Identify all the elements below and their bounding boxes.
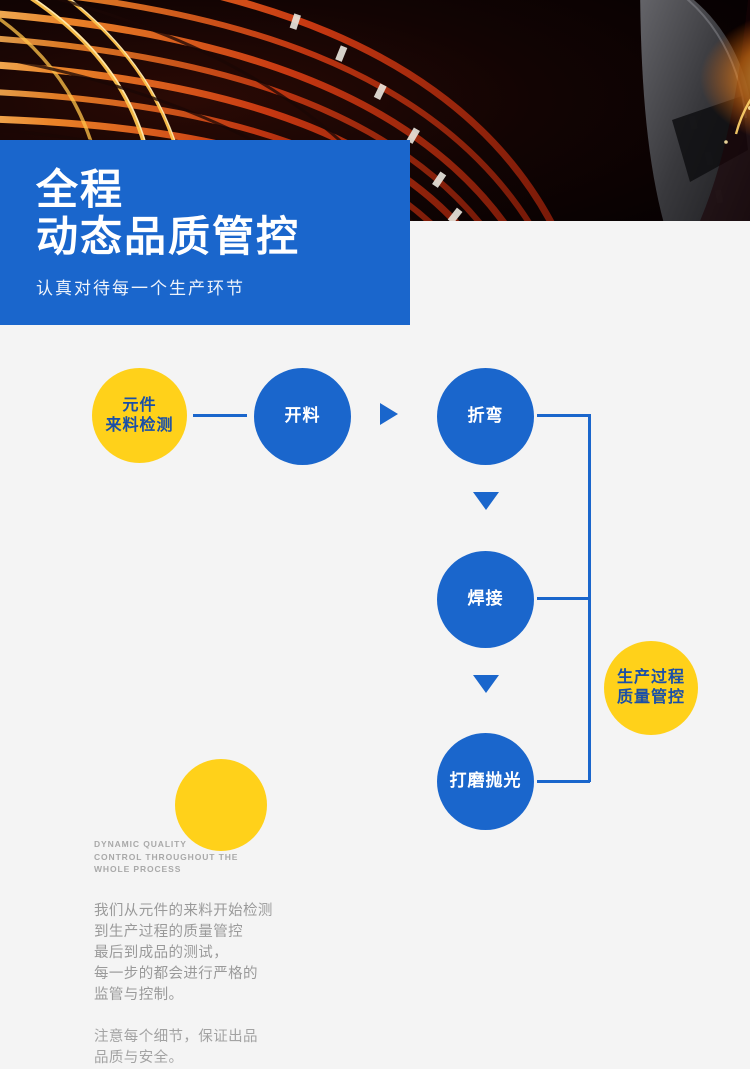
flow-node-cutting[interactable]: 开料 bbox=[254, 368, 351, 465]
description-paragraph-2: 注意每个细节，保证出品 品质与安全。 bbox=[94, 1027, 334, 1069]
description-line: 到生产过程的质量管控 bbox=[94, 923, 243, 940]
title-block: 全程 动态品质管控 认真对待每一个生产环节 bbox=[0, 140, 410, 325]
flow-node-label: 折弯 bbox=[467, 406, 504, 426]
connector-bending-to-bracket bbox=[537, 414, 590, 417]
description-english: DYNAMIC QUALITY CONTROL THROUGHOUT THE W… bbox=[94, 838, 334, 876]
description-line: 注意每个细节，保证出品 bbox=[94, 1028, 258, 1045]
flow-node-label: 打磨抛光 bbox=[449, 771, 522, 791]
page-title-line-2: 动态品质管控 bbox=[36, 213, 301, 260]
connector-welding-to-bracket bbox=[537, 597, 590, 600]
description-line: 每一步的都会进行严格的 bbox=[94, 965, 258, 982]
flow-node-welding[interactable]: 焊接 bbox=[437, 551, 534, 648]
flow-node-label: 开料 bbox=[284, 406, 321, 426]
connector-inspection-to-cutting bbox=[193, 414, 247, 417]
flow-node-label: 焊接 bbox=[467, 589, 504, 609]
flow-node-process-qc[interactable]: 生产过程 质量管控 bbox=[604, 641, 698, 735]
connector-polishing-to-bracket bbox=[537, 780, 590, 783]
flow-node-grinding-polishing[interactable]: 打磨抛光 bbox=[437, 733, 534, 830]
flow-node-label: 生产过程 bbox=[616, 669, 685, 687]
description-paragraph-1: 我们从元件的来料开始检测 到生产过程的质量管控 最后到成品的测试， 每一步的都会… bbox=[94, 901, 334, 1006]
page-subtitle: 认真对待每一个生产环节 bbox=[36, 279, 245, 298]
description-english-line: CONTROL THROUGHOUT THE bbox=[94, 851, 239, 862]
page-title-line-1: 全程 bbox=[36, 166, 125, 213]
flow-node-label: 元件 bbox=[122, 396, 157, 414]
flow-node-bending[interactable]: 折弯 bbox=[437, 368, 534, 465]
description-english-line: WHOLE PROCESS bbox=[94, 864, 182, 874]
description-line: 监管与控制。 bbox=[94, 986, 184, 1003]
description-english-line: DYNAMIC QUALITY bbox=[94, 839, 187, 849]
flow-node-incoming-inspection[interactable]: 元件 来料检测 bbox=[92, 368, 187, 463]
description-line: 品质与安全。 bbox=[94, 1049, 184, 1066]
process-flow-diagram: 元件 来料检测 开料 折弯 焊接 打磨抛光 生产过程 质量管控 DYNAMIC … bbox=[0, 325, 750, 1066]
arrow-down-icon bbox=[473, 675, 499, 693]
bracket-line-icon bbox=[588, 414, 591, 782]
flow-node-label: 来料检测 bbox=[105, 416, 174, 434]
flow-node-label: 质量管控 bbox=[616, 689, 685, 706]
arrow-right-icon bbox=[380, 403, 398, 425]
arrow-down-icon bbox=[473, 492, 499, 510]
description-line: 我们从元件的来料开始检测 bbox=[94, 902, 273, 919]
description-line: 最后到成品的测试， bbox=[94, 944, 229, 961]
description-block: DYNAMIC QUALITY CONTROL THROUGHOUT THE W… bbox=[94, 838, 334, 1069]
